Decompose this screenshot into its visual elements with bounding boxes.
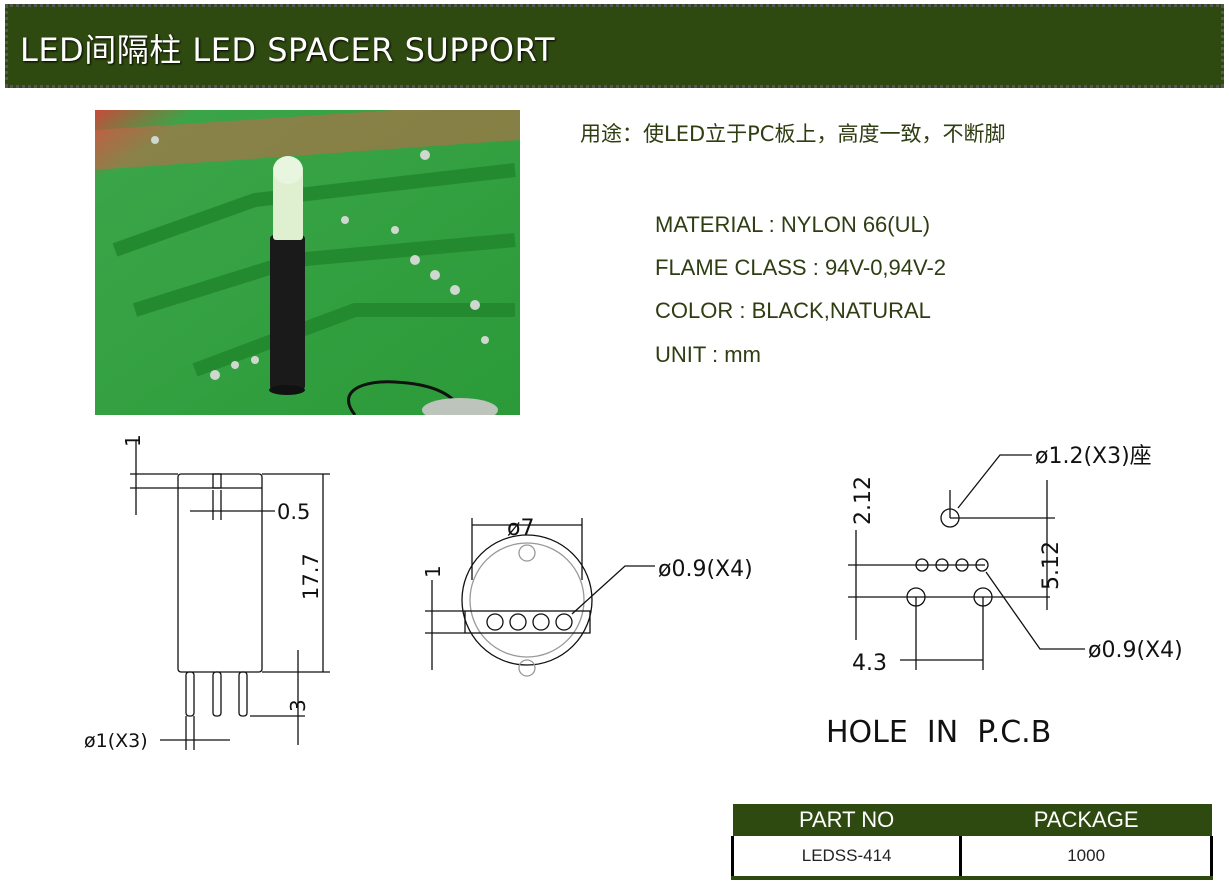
dim-big-hole: ø1.2(X3)座 [1035,444,1152,469]
dim-small-hole: ø0.9(X4) [1088,638,1183,663]
dim-top: 1 [121,434,145,447]
dim-pin-dia: ø1(X3) [84,730,148,752]
pcb-hole-drawing: 2.12 5.12 ø1.2(X3)座 ø0.9(X4) 4.3 HOLE IN… [826,444,1183,750]
dim-holes: ø0.9(X4) [658,557,753,582]
header-part-no: PART NO [732,804,961,836]
dim-band: 1 [421,565,445,578]
side-view-drawing: 1 0.5 17.7 3 ø1(X3) [84,434,330,752]
dim-diameter: ø7 [507,516,534,541]
page-header: LED间隔柱 LED SPACER SUPPORT [5,4,1224,88]
cell-package: 1000 [959,836,1213,880]
product-photo [95,110,520,415]
spec-flame-class: FLAME CLASS : 94V-0,94V-2 [655,255,947,280]
top-view-drawing: ø7 1 ø0.9(X4) [421,516,753,677]
dim-2-12: 2.12 [851,476,876,525]
page-title: LED间隔柱 LED SPACER SUPPORT [20,31,556,69]
spec-unit: UNIT : mm [655,342,761,367]
dim-4-3: 4.3 [852,651,887,676]
pcb-title: HOLE IN P.C.B [826,715,1051,750]
dim-5-12: 5.12 [1039,541,1064,590]
spec-color: COLOR : BLACK,NATURAL [655,298,931,323]
dim-slot: 0.5 [277,500,310,524]
part-table: PART NO PACKAGE LEDSS-414 1000 [730,804,1213,880]
spec-material: MATERIAL : NYLON 66(UL) [655,212,931,237]
table-row: LEDSS-414 1000 [730,836,1213,880]
cell-part-no: LEDSS-414 [730,836,963,880]
dim-pin: 3 [286,699,310,712]
header-package: PACKAGE [960,804,1212,836]
usage-text: 用途：使LED立于PC板上，高度一致，不断脚 [580,122,1006,146]
dim-height: 17.7 [299,553,323,600]
